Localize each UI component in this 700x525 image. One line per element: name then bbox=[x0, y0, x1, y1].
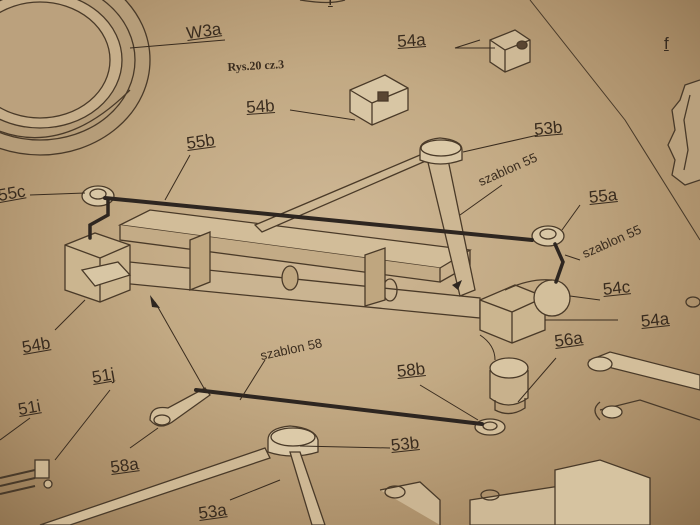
right-linkage bbox=[587, 296, 700, 421]
bottom-mechanism bbox=[379, 459, 651, 525]
arrow-icon bbox=[150, 295, 160, 308]
part-53b-lower bbox=[39, 425, 326, 525]
label-53a: 53a bbox=[197, 500, 228, 524]
gear-part bbox=[667, 79, 700, 186]
arrowheads bbox=[150, 280, 462, 308]
rod-58 bbox=[194, 388, 484, 426]
label-f-right: f bbox=[664, 34, 669, 53]
label-58b: 58b bbox=[395, 359, 427, 382]
label-54a-right: 54a bbox=[639, 309, 671, 332]
frame-line bbox=[529, 0, 700, 241]
wire-rods bbox=[88, 196, 565, 426]
figure-caption: Rys.20 cz.3 bbox=[227, 57, 285, 75]
label-53b-bottom: 53b bbox=[389, 433, 421, 456]
label-58a: 58a bbox=[109, 454, 140, 478]
part-58a bbox=[149, 387, 211, 427]
label-f-top: f bbox=[328, 0, 333, 10]
arrow-icon bbox=[452, 280, 462, 290]
part-58b-eye bbox=[474, 418, 506, 436]
label-54a-top: 54a bbox=[396, 30, 427, 52]
ring-part-w3a bbox=[0, 0, 151, 156]
leader-lines bbox=[0, 39, 618, 501]
label-56a: 56a bbox=[553, 328, 584, 352]
part-51 bbox=[0, 459, 53, 495]
main-frame bbox=[64, 137, 571, 344]
label-55b: 55b bbox=[185, 130, 216, 154]
part-54a-top bbox=[489, 29, 531, 73]
label-51j: 51j bbox=[90, 364, 117, 388]
label-55a: 55a bbox=[587, 185, 619, 208]
part-54b-top bbox=[349, 74, 409, 126]
label-54c: 54c bbox=[601, 277, 632, 300]
rod-55 bbox=[103, 196, 534, 242]
part-56a bbox=[489, 357, 529, 415]
label-51i: 51i bbox=[16, 396, 43, 420]
label-53b-top: 53b bbox=[533, 117, 564, 140]
label-54b-top: 54b bbox=[245, 96, 276, 118]
